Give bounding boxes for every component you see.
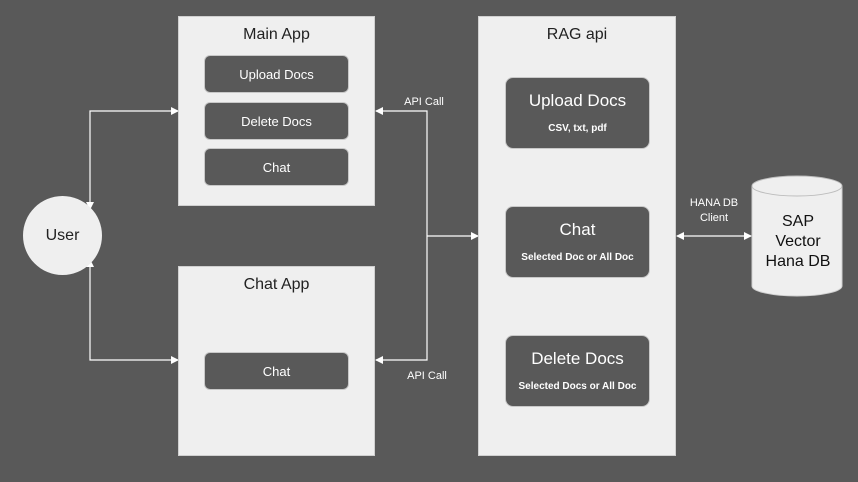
rag-api-panel: RAG api Upload Docs CSV, txt, pdf Chat S… <box>478 16 676 456</box>
user-main-app-connector <box>86 107 179 210</box>
api-call-top-label: API Call <box>404 96 444 108</box>
main-upload-docs-button[interactable]: Upload Docs <box>204 55 349 93</box>
chat-app-panel: Chat App Chat <box>178 266 375 456</box>
api-call-bottom-label: API Call <box>407 370 447 382</box>
main-app-title: Main App <box>243 26 310 43</box>
hana-client-label: HANA DB Client <box>679 196 749 226</box>
user-label: User <box>45 226 80 244</box>
hana-client-label-line2: Client <box>699 212 729 224</box>
api-call-bottom-connector <box>375 236 428 364</box>
chat-app-chat-button[interactable]: Chat <box>204 352 349 390</box>
database-label-line1: SAP <box>781 213 814 230</box>
api-call-top-connector <box>375 107 428 236</box>
database-cylinder-icon <box>751 175 843 297</box>
rag-chat-title: Chat <box>559 220 596 239</box>
user-chat-app-connector <box>86 259 179 364</box>
database-label: SAP Vector Hana DB <box>752 212 844 272</box>
main-delete-docs-button[interactable]: Delete Docs <box>204 102 349 140</box>
rag-delete-docs-card[interactable]: Delete Docs Selected Docs or All Doc <box>505 335 650 407</box>
rag-delete-docs-title: Delete Docs <box>531 349 624 368</box>
rag-upload-docs-card[interactable]: Upload Docs CSV, txt, pdf <box>505 77 650 149</box>
rag-upload-docs-title: Upload Docs <box>528 91 627 110</box>
main-chat-button[interactable]: Chat <box>204 148 349 186</box>
rag-delete-docs-subtitle: Selected Docs or All Doc <box>518 381 637 392</box>
rag-chat-card[interactable]: Chat Selected Doc or All Doc <box>505 206 650 278</box>
chat-app-title: Chat App <box>243 276 310 293</box>
database-label-line2: Vector <box>775 233 821 250</box>
rag-chat-subtitle: Selected Doc or All Doc <box>521 252 634 263</box>
rag-upload-docs-subtitle: CSV, txt, pdf <box>548 123 607 134</box>
hana-client-label-line1: HANA DB <box>689 197 739 209</box>
user-node: User <box>23 196 102 275</box>
rag-api-title: RAG api <box>546 26 608 43</box>
database-label-line3: Hana DB <box>765 253 831 270</box>
main-app-panel: Main App Upload Docs Delete Docs Chat <box>178 16 375 206</box>
